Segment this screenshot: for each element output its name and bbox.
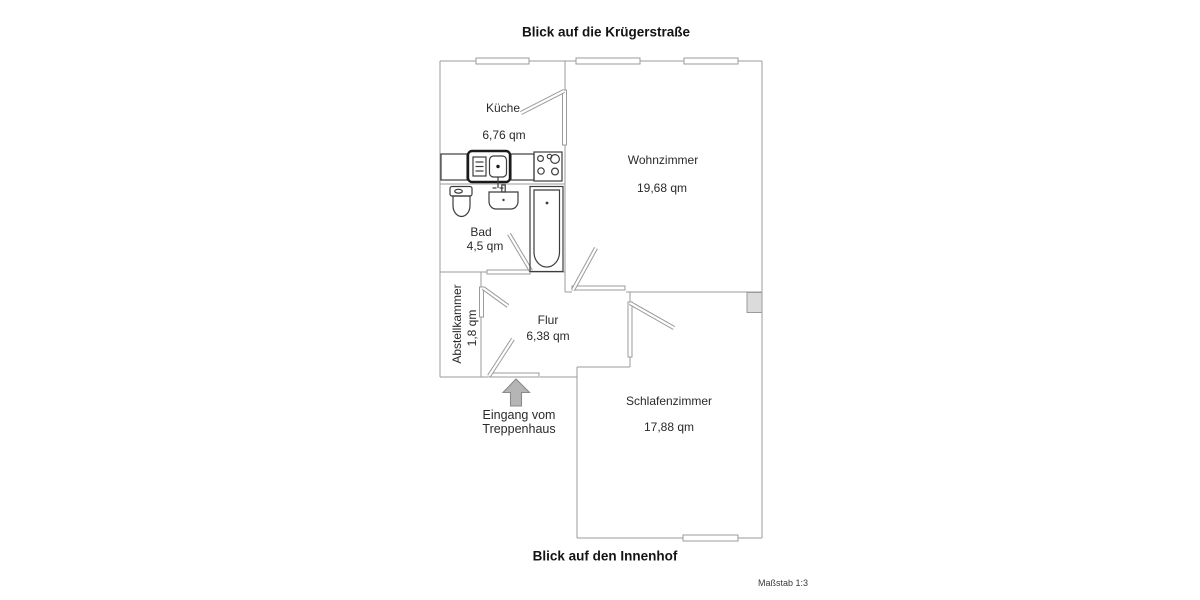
doors — [479, 89, 676, 378]
entrance-door — [487, 337, 540, 378]
title-top: Blick auf die Krügerstraße — [521, 24, 691, 40]
window — [575, 57, 641, 65]
shaft-block — [746, 292, 763, 313]
room-label-bedroom: Schlafenzimmer — [625, 394, 713, 408]
kitchen-door — [520, 89, 567, 146]
room-area-bedroom: 17,88 qm — [643, 420, 695, 434]
door-bar — [488, 372, 540, 378]
door-leaf — [482, 287, 509, 307]
door-leaf — [629, 302, 675, 329]
room-area-kitchen: 6,76 qm — [482, 128, 526, 142]
door-leaf — [520, 90, 565, 114]
room-label-hallway: Flur — [537, 313, 559, 327]
counter-segment — [440, 153, 468, 181]
door-bar — [486, 269, 531, 275]
kitchen-fixtures — [440, 149, 563, 189]
window — [683, 57, 739, 65]
door-leaf — [508, 233, 532, 272]
door-bar — [571, 285, 626, 291]
window — [475, 57, 530, 65]
door-bar — [479, 286, 484, 318]
storage-door — [479, 286, 510, 318]
room-label-kitchen: Küche — [485, 101, 521, 115]
door-bar — [562, 89, 567, 146]
room-label-living-room: Wohnzimmer — [627, 153, 699, 167]
entrance-caption: Eingang vom Treppenhaus — [482, 408, 555, 436]
bathroom-fixtures — [449, 184, 564, 273]
scale-note: Maßstab 1:3 — [758, 578, 809, 588]
entrance-caption-line2: Treppenhaus — [482, 422, 556, 436]
room-area-bathroom: 4,5 qm — [466, 239, 504, 253]
door-leaf — [488, 338, 514, 377]
entrance-arrow-icon — [501, 378, 531, 407]
title-bottom: Blick auf den Innenhof — [532, 548, 678, 564]
windows — [475, 57, 739, 542]
room-label-storage: Abstellkammer — [450, 284, 464, 364]
counter-segment — [510, 153, 535, 181]
kitchen-sink-icon — [466, 149, 512, 189]
bathtub-icon — [529, 185, 564, 273]
living-room-door — [571, 246, 626, 292]
stove-icon — [533, 151, 563, 182]
room-area-hallway: 6,38 qm — [526, 329, 570, 343]
entrance-caption-line1: Eingang vom — [482, 408, 556, 422]
door-leaf — [572, 247, 597, 291]
room-area-storage: 1,8 qm — [465, 309, 479, 347]
bedroom-door — [627, 301, 676, 358]
room-label-bathroom: Bad — [470, 225, 492, 239]
window — [682, 534, 739, 542]
door-bar — [627, 301, 633, 358]
bathroom-door — [486, 232, 533, 275]
toilet-icon — [449, 185, 473, 218]
washbasin-icon — [488, 184, 519, 210]
room-area-living-room: 19,68 qm — [636, 181, 688, 195]
